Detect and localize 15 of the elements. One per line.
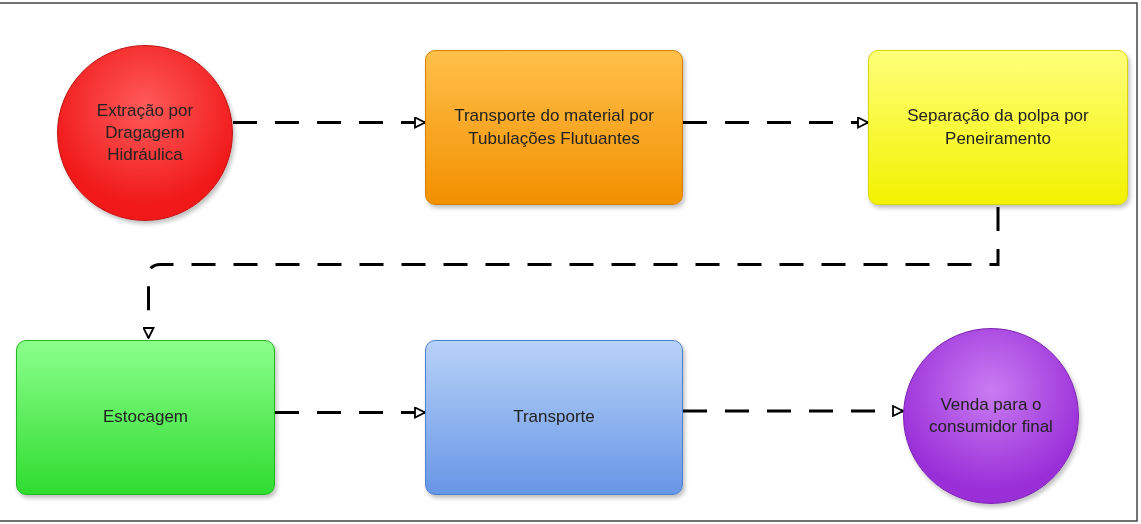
node-label: Transporte bbox=[512, 406, 596, 429]
process-box bbox=[16, 340, 275, 495]
dashed-arrow bbox=[233, 116, 426, 129]
node-label: Extração por Dragagem Hidráulica bbox=[95, 99, 195, 167]
process-box bbox=[425, 50, 683, 205]
dashed-arrow bbox=[275, 406, 426, 419]
process-box bbox=[868, 50, 1128, 205]
dashed-arrow bbox=[142, 207, 1000, 339]
node-label: Venda para o consumidor final bbox=[928, 393, 1054, 438]
dashed-arrow bbox=[683, 405, 904, 417]
process-box bbox=[425, 340, 683, 495]
dashed-arrow bbox=[683, 116, 869, 129]
node-label: Estocagem bbox=[101, 406, 189, 429]
node-label: Transporte do material por Tubulações Flutuantes bbox=[453, 105, 655, 150]
node-label: Separação da polpa por Peneiramento bbox=[906, 105, 1090, 150]
